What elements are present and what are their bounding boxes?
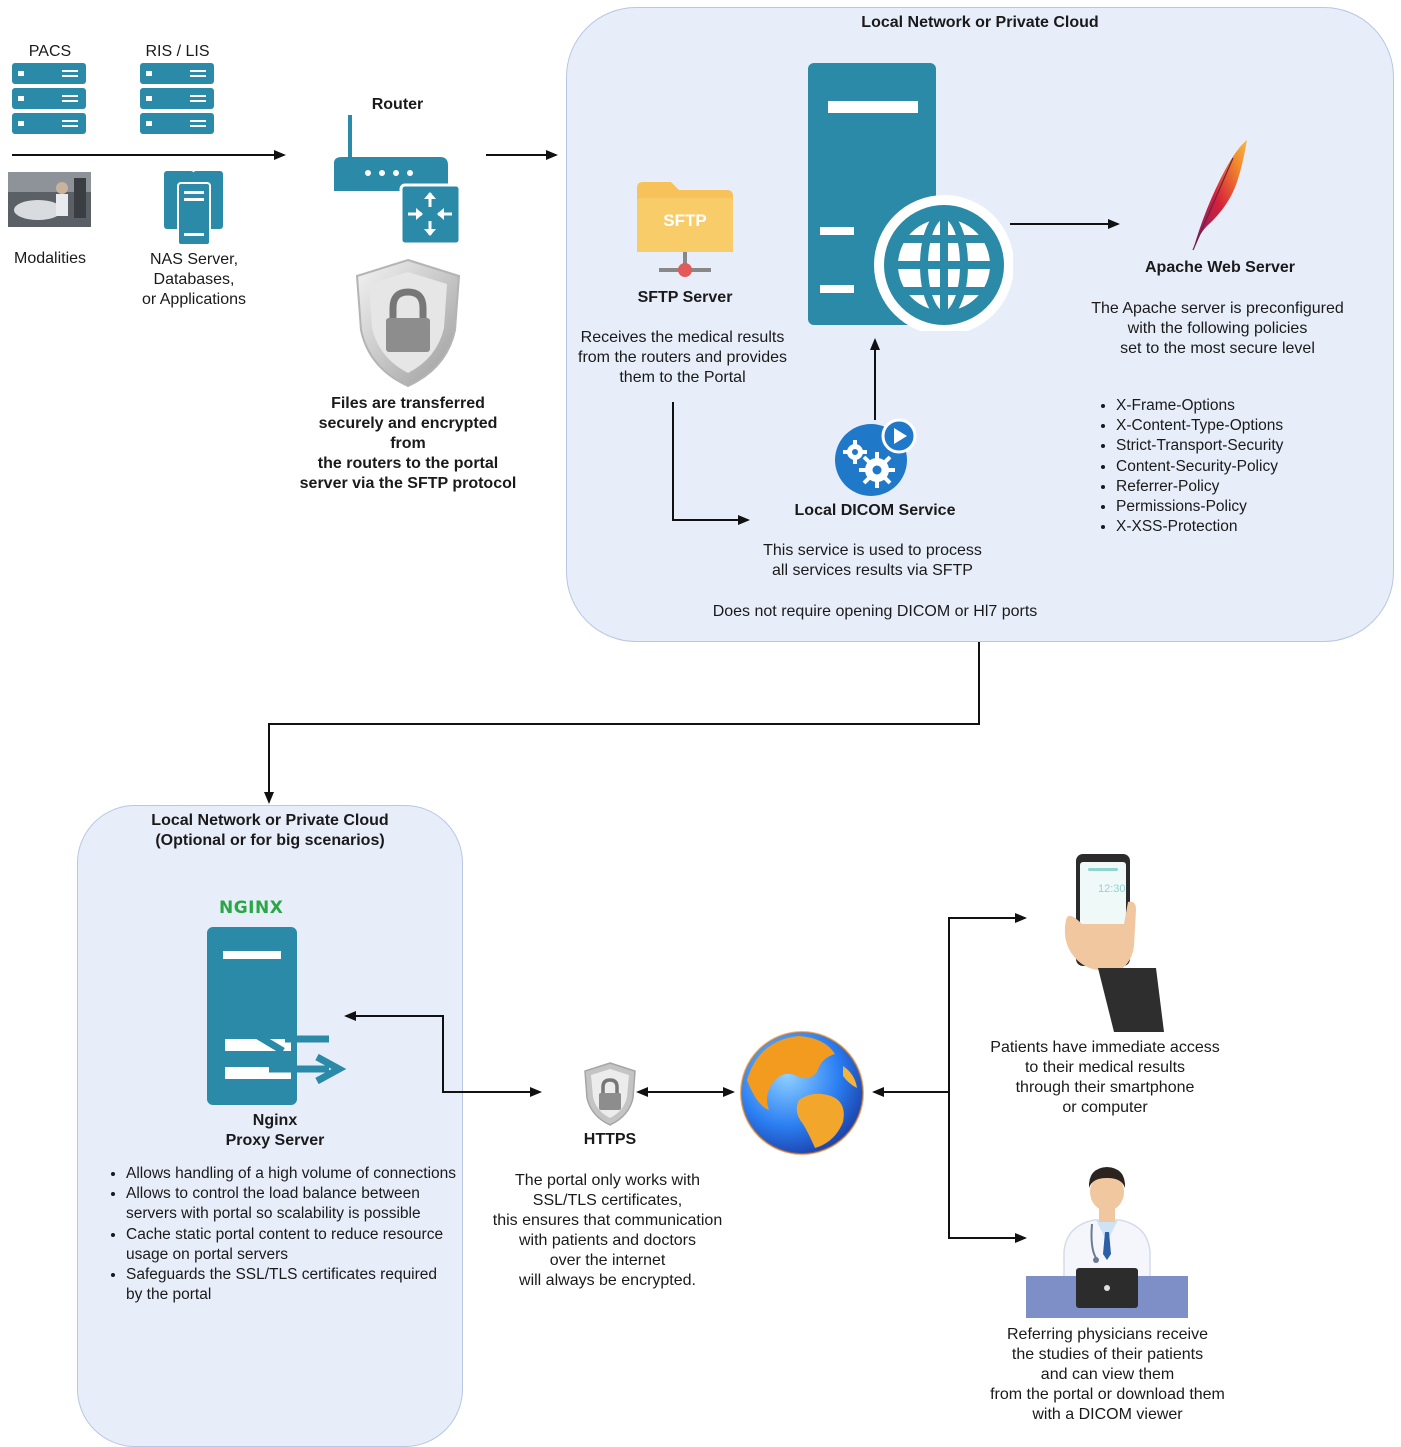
modalities-label: Modalities: [13, 250, 87, 267]
https-label: HTTPS: [583, 1131, 637, 1148]
router-label: Router: [371, 96, 424, 113]
policy-item: Referrer-Policy: [1116, 477, 1366, 497]
pacs-server-icon: [12, 63, 86, 134]
router-icon: [334, 115, 462, 245]
dicom-ports-note: Does not require opening DICOM or Hl7 po…: [712, 603, 1038, 620]
physicians-desc: Referring physicians receive the studies…: [990, 1326, 1225, 1423]
ris-lis-label: RIS / LIS: [145, 43, 210, 60]
dicom-service-title: Local DICOM Service: [794, 502, 956, 519]
cloud-bottom-title: Local Network or Private Cloud (Optional…: [151, 812, 389, 849]
apache-desc: The Apache server is preconfigured with …: [1091, 300, 1344, 357]
security-policies-list: X-Frame-Options X-Content-Type-Options S…: [1098, 396, 1366, 537]
feature-item: Safeguards the SSL/TLS certificates requ…: [126, 1265, 456, 1305]
web-server-globe-icon: [808, 63, 1013, 331]
policy-item: X-Frame-Options: [1116, 396, 1366, 416]
sftp-server-desc: Receives the medical results from the ro…: [578, 329, 787, 386]
nginx-features-list: Allows handling of a high volume of conn…: [108, 1164, 456, 1305]
nas-server-icon: [164, 171, 223, 245]
sftp-server-title: SFTP Server: [637, 289, 733, 306]
https-desc: The portal only works with SSL/TLS certi…: [492, 1172, 723, 1289]
patients-desc: Patients have immediate access to their …: [990, 1039, 1220, 1116]
cloud-top-title: Local Network or Private Cloud: [861, 14, 1099, 31]
apache-title: Apache Web Server: [1145, 259, 1295, 276]
dicom-gears-icon: [835, 418, 917, 496]
policy-item: X-XSS-Protection: [1116, 517, 1366, 537]
feature-item: Cache static portal content to reduce re…: [126, 1225, 456, 1265]
nginx-logo: NGINX: [219, 898, 284, 918]
sftp-folder-icon: SFTP: [637, 182, 733, 277]
arrow-to-physician: [948, 1092, 1027, 1243]
https-shield-icon: [584, 1062, 636, 1126]
arrow-cloud-to-nginx: [264, 642, 980, 804]
sftp-transfer-note: Files are transferred securely and encry…: [299, 395, 517, 492]
apache-feather-icon: [1192, 140, 1247, 251]
physician-doctor-icon: [1026, 1167, 1188, 1318]
nas-label: NAS Server, Databases, or Applications: [141, 251, 247, 308]
feature-item: Allows to control the load balance betwe…: [126, 1184, 456, 1224]
nginx-title: Nginx Proxy Server: [225, 1112, 325, 1149]
arrow-nginx-https: [344, 1011, 542, 1097]
dicom-service-desc: This service is used to process all serv…: [763, 542, 982, 579]
policy-item: Content-Security-Policy: [1116, 457, 1366, 477]
internet-globe-icon: [740, 1031, 864, 1155]
nginx-proxy-server-icon: [207, 927, 347, 1105]
ris-lis-server-icon: [140, 63, 214, 134]
modalities-photo-icon: [8, 172, 91, 227]
feature-item: Allows handling of a high volume of conn…: [126, 1164, 456, 1184]
policy-item: Permissions-Policy: [1116, 497, 1366, 517]
patient-smartphone-icon: 12:30: [1064, 854, 1164, 1032]
policy-item: Strict-Transport-Security: [1116, 436, 1366, 456]
policy-item: X-Content-Type-Options: [1116, 416, 1366, 436]
pacs-label: PACS: [28, 43, 72, 60]
arrow-to-patient: [948, 913, 1027, 1092]
security-shield-icon: [355, 258, 461, 388]
phone-time-text: 12:30: [1098, 883, 1126, 895]
sftp-icon-text: SFTP: [663, 211, 706, 230]
arrow-sftp-to-dicom: [672, 402, 750, 525]
cloud-bottom-container: [77, 805, 463, 1447]
